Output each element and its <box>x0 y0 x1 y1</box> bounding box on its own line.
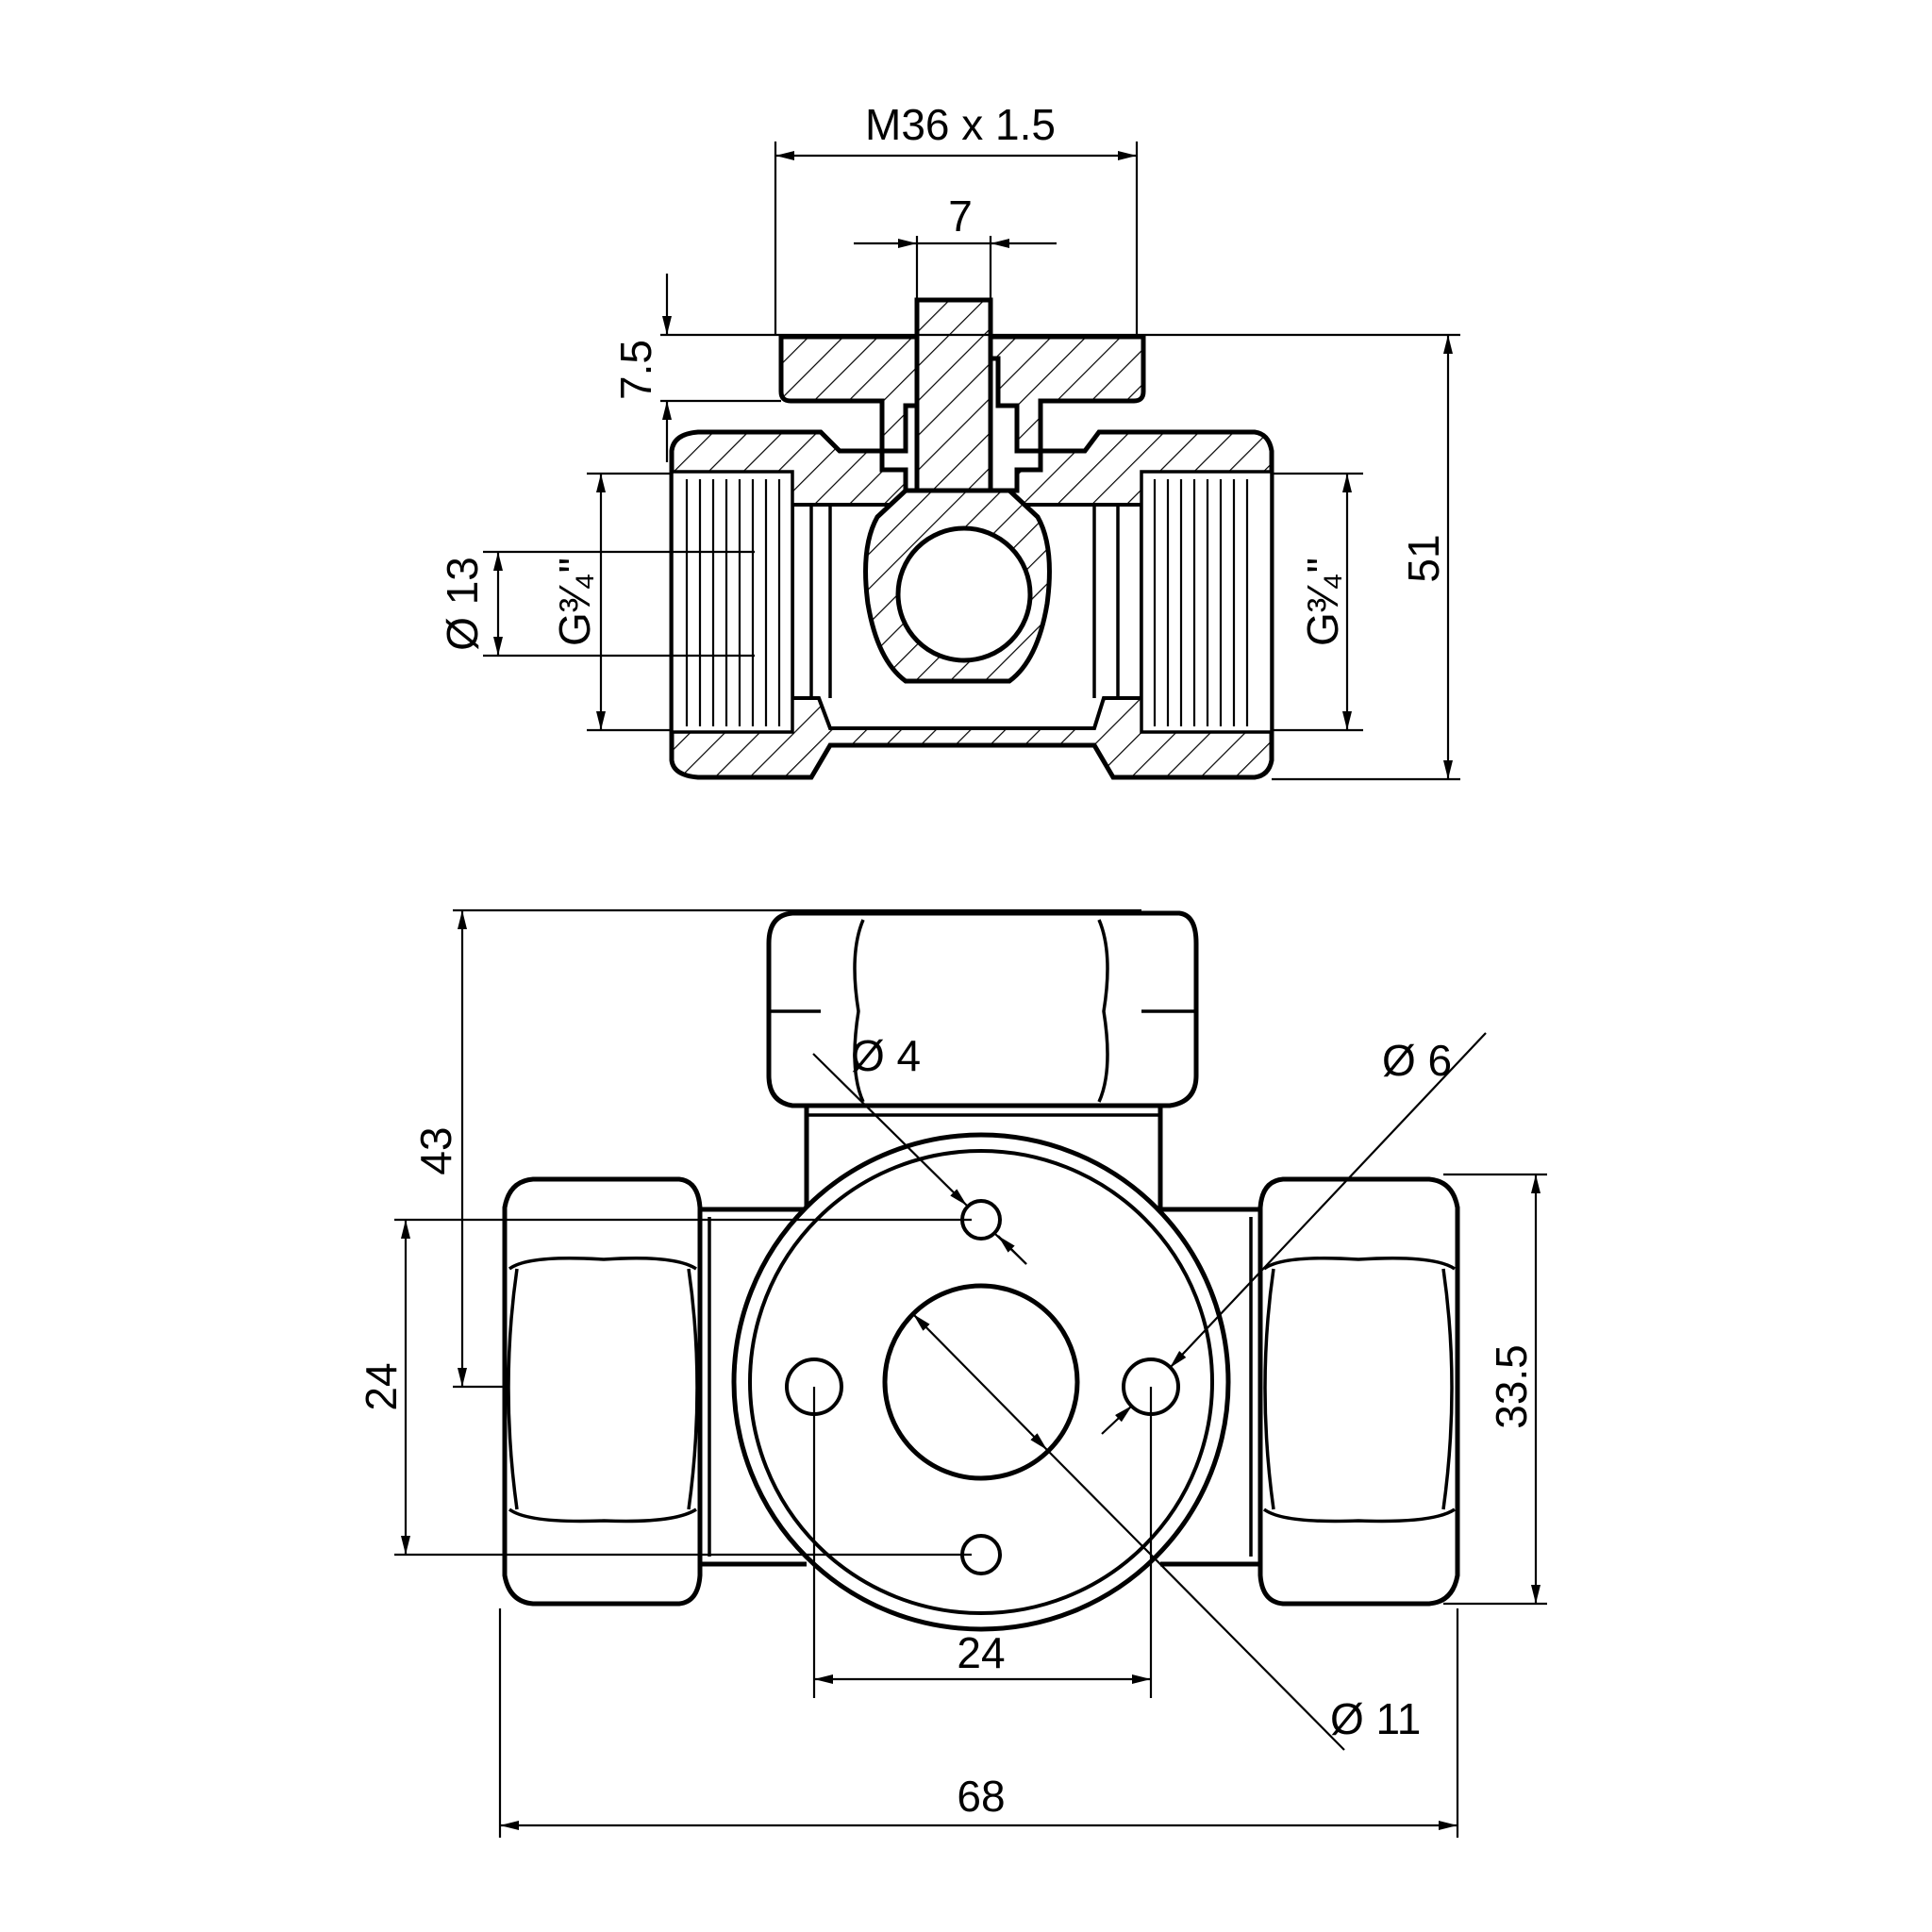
dim-pin-hole: Ø 4 <box>851 1031 921 1080</box>
dim-overall-width: 68 <box>957 1772 1005 1821</box>
flange-section <box>778 334 1146 454</box>
dim-center-bore: Ø 11 <box>1330 1694 1421 1743</box>
dim-overall-height: 51 <box>1399 534 1448 582</box>
dim-left-port-thread: G³⁄₄" <box>550 558 599 646</box>
top-hex-nut <box>766 910 1199 1209</box>
section-dimensions: M36 x 1.5 7 7.5 51 G³⁄₄" Ø 13 G³⁄₄" <box>438 100 1460 781</box>
right-thread <box>1140 470 1274 734</box>
dim-right-port-span: 33.5 <box>1487 1344 1536 1429</box>
dim-top-to-axis: 43 <box>411 1126 460 1174</box>
dim-thread-label: M36 x 1.5 <box>865 100 1056 149</box>
front-dimensions: 43 24 33.5 Ø 4 Ø 6 Ø 11 24 68 <box>357 908 1547 1838</box>
dim-stem-width: 7 <box>948 192 973 241</box>
front-view <box>502 910 1460 1632</box>
section-view <box>669 297 1274 780</box>
dim-bore-diameter: Ø 13 <box>438 557 487 651</box>
dim-hole-spacing: 24 <box>957 1628 1005 1677</box>
ball-bore <box>895 525 1033 663</box>
stem-section <box>914 297 993 493</box>
left-hex-port <box>502 1176 807 1607</box>
flange-inner-circle <box>748 1149 1214 1615</box>
dim-left-port-span: 24 <box>357 1362 406 1410</box>
dim-flange-height: 7.5 <box>611 340 660 400</box>
dim-right-port-thread: G³⁄₄" <box>1298 558 1347 646</box>
right-hex-port <box>1160 1176 1460 1607</box>
left-thread <box>670 470 794 734</box>
dim-side-hole: Ø 6 <box>1382 1036 1452 1085</box>
